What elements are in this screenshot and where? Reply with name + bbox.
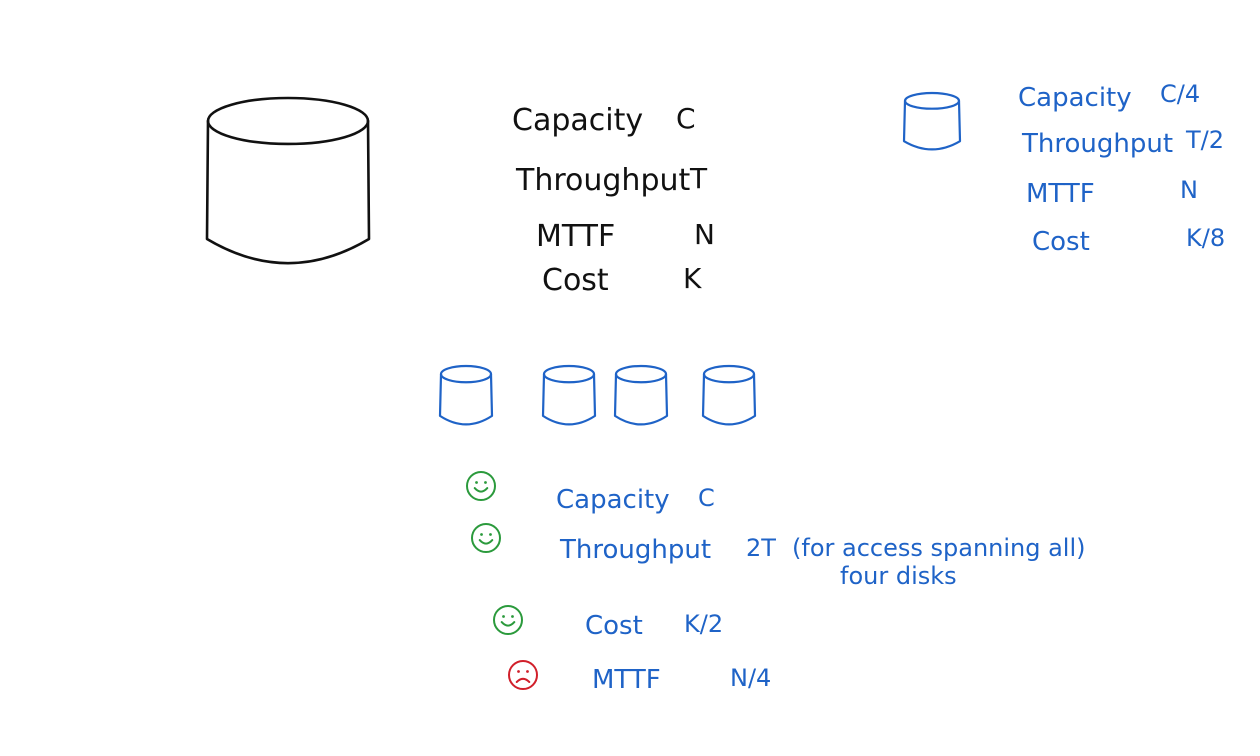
array-mttf-value: N/4 xyxy=(730,664,771,692)
single-disk-throughput-value: T xyxy=(689,162,708,195)
single-disk-mttf-value: N xyxy=(694,218,715,251)
single-disk-cost-value: K xyxy=(683,262,702,295)
array-disk-icon-2 xyxy=(541,364,597,426)
small-disk-throughput-label: Throughput xyxy=(1021,129,1173,159)
single-disk-cost-label: Cost xyxy=(542,263,609,298)
single-disk-capacity-value: C xyxy=(676,102,696,135)
array-throughput-note-line2: four disks xyxy=(840,562,957,590)
array-capacity-value: C xyxy=(698,484,715,512)
happy-face-icon xyxy=(493,605,523,635)
array-mttf-label: MTTF xyxy=(592,665,661,695)
array-disk-icon-4 xyxy=(701,364,757,426)
array-throughput-value: 2T xyxy=(746,534,776,562)
array-disk-icon-1 xyxy=(438,364,494,426)
small-disk-capacity-value: C/4 xyxy=(1160,80,1200,108)
small-disk-cost-label: Cost xyxy=(1032,227,1090,257)
sad-face-icon xyxy=(508,660,538,690)
array-capacity-label: Capacity xyxy=(556,485,670,515)
happy-face-icon xyxy=(471,523,501,553)
small-disk-mttf-value: N xyxy=(1180,176,1198,204)
single-disk-mttf-label: MTTF xyxy=(536,219,615,254)
small-disk-mttf-label: MTTF xyxy=(1026,179,1095,209)
single-disk-throughput-label: Throughput xyxy=(515,163,690,198)
array-cost-value: K/2 xyxy=(684,610,723,638)
small-disk-cost-value: K/8 xyxy=(1186,224,1225,252)
array-throughput-note-line1: (for access spanning all) xyxy=(792,534,1086,562)
single-disk-capacity-label: Capacity xyxy=(512,103,643,138)
array-throughput-label: Throughput xyxy=(559,535,711,565)
small-disk-throughput-value: T/2 xyxy=(1185,126,1224,154)
array-disk-icon-3 xyxy=(613,364,669,426)
happy-face-icon xyxy=(466,471,496,501)
large-disk-icon xyxy=(205,96,371,265)
array-cost-label: Cost xyxy=(585,611,643,641)
small-disk-capacity-label: Capacity xyxy=(1018,83,1132,113)
small-disk-icon xyxy=(902,91,962,151)
